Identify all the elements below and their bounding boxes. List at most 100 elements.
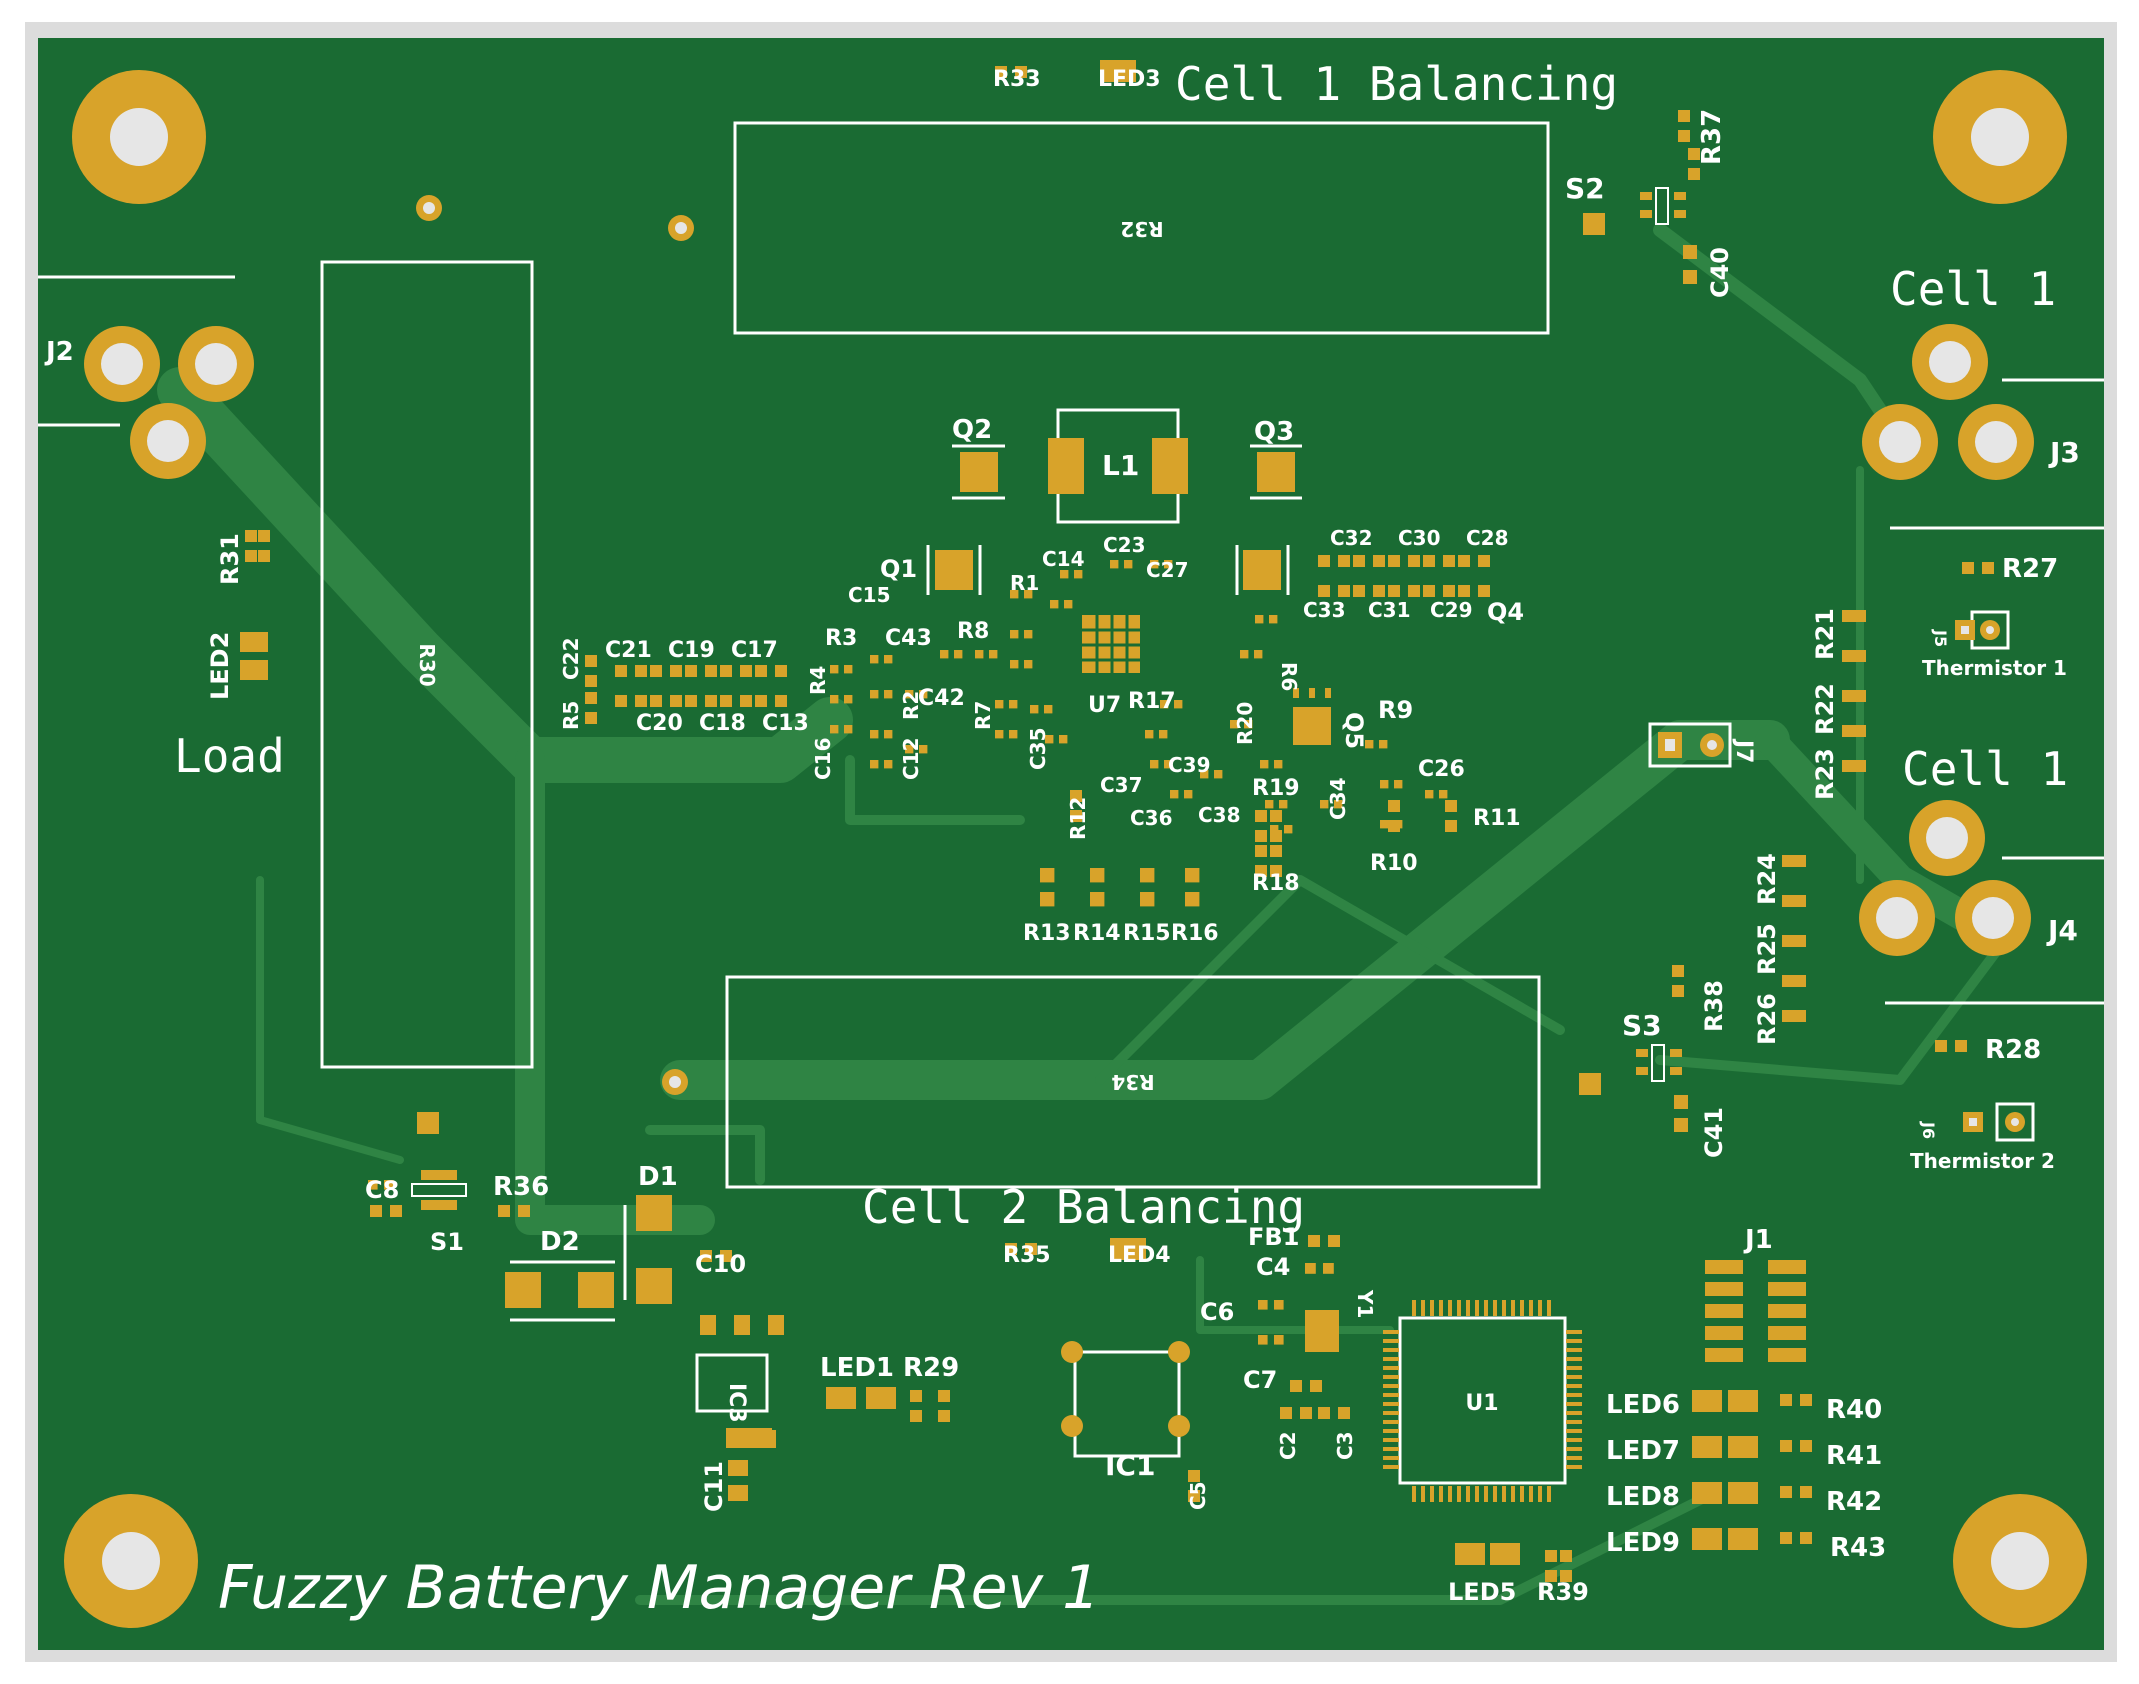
mounting-hole-tr-icon xyxy=(1933,70,2067,204)
r14-label: R14 xyxy=(1073,921,1121,946)
c19-label: C19 xyxy=(668,638,715,663)
c11-label: C11 xyxy=(700,1461,728,1512)
vias xyxy=(416,195,1605,1134)
ic1-label: IC1 xyxy=(1105,1449,1155,1482)
c22-label: C22 xyxy=(559,637,583,680)
j4-label: J4 xyxy=(2046,914,2078,947)
c30-label: C30 xyxy=(1398,526,1441,550)
mounting-hole-br-icon xyxy=(1953,1494,2087,1628)
r10-label: R10 xyxy=(1370,851,1418,876)
inductor-l1: L1 xyxy=(1048,408,1188,524)
q3-label: Q3 xyxy=(1254,417,1294,447)
u7-label: U7 xyxy=(1088,693,1121,718)
board-title: Fuzzy Battery Manager Rev 1 xyxy=(218,1553,1100,1623)
mounting-hole-tl-icon xyxy=(72,70,206,204)
j3-label: J3 xyxy=(2048,436,2080,469)
c35-label: C35 xyxy=(1026,727,1050,770)
c10-label: C10 xyxy=(695,1250,746,1278)
r29-label: R29 xyxy=(903,1353,959,1383)
c40-label: C40 xyxy=(1706,247,1734,298)
d2-label: D2 xyxy=(540,1227,580,1257)
led5-label: LED5 xyxy=(1448,1578,1516,1606)
q4-label: Q4 xyxy=(1487,598,1524,626)
r33-label: R33 xyxy=(993,67,1041,92)
r34-label: R34 xyxy=(1111,1070,1154,1094)
c20-label: C20 xyxy=(636,711,683,736)
r30-label: R30 xyxy=(415,643,439,686)
led8-label: LED8 xyxy=(1606,1482,1680,1512)
r31-label: R31 xyxy=(216,533,244,585)
resistor-r32: R32 xyxy=(733,121,1550,335)
r9-label: R9 xyxy=(1378,696,1413,724)
r16-label: R16 xyxy=(1171,921,1219,946)
c29-label: C29 xyxy=(1430,598,1473,622)
c4-label: C4 xyxy=(1256,1253,1290,1281)
q5-label: Q5 xyxy=(1340,712,1368,749)
c5-label: C5 xyxy=(1186,1481,1210,1510)
thermistor1-label: Thermistor 1 xyxy=(1922,656,2067,680)
j7-label: J7 xyxy=(1731,738,1756,764)
transistor-q2: Q2 xyxy=(952,415,1005,500)
board-substrate xyxy=(38,38,2104,1650)
connector-j6: J6 xyxy=(1919,1102,2035,1142)
q2-label: Q2 xyxy=(952,415,992,445)
transistor-q3: Q3 xyxy=(1250,417,1302,500)
cell2-balancing-label: Cell 2 Balancing xyxy=(862,1180,1305,1234)
c3-label: C3 xyxy=(1333,1431,1357,1460)
connector-j5: J5 xyxy=(1931,610,2010,650)
led6-label: LED6 xyxy=(1606,1390,1680,1420)
c41-label: C41 xyxy=(1700,1107,1728,1158)
connector-j7: J7 xyxy=(1648,722,1756,768)
connector-j1: J1 xyxy=(1705,1225,1806,1362)
c37-label: C37 xyxy=(1100,773,1143,797)
c36-label: C36 xyxy=(1130,806,1173,830)
s2-label: S2 xyxy=(1565,172,1605,205)
cell1-top-label: Cell 1 xyxy=(1890,262,2056,316)
r40-label: R40 xyxy=(1826,1395,1882,1425)
c42-label: C42 xyxy=(918,686,965,711)
led2-label: LED2 xyxy=(206,632,234,700)
mounting-holes xyxy=(64,70,2087,1628)
diode-d1: D1 xyxy=(623,1162,678,1304)
r17-label: R17 xyxy=(1128,689,1176,714)
resistor-r30: R30 xyxy=(320,260,534,1069)
r6-label: R6 xyxy=(1277,662,1301,691)
switch-s1: S1 xyxy=(411,1170,467,1256)
j2-label: J2 xyxy=(44,337,74,367)
r21-label: R21 xyxy=(1811,608,1839,660)
q1-label: Q1 xyxy=(880,555,917,583)
c6-label: C6 xyxy=(1200,1298,1234,1326)
led7-label: LED7 xyxy=(1606,1436,1680,1466)
ic-u7: U7 xyxy=(1082,615,1140,718)
r15-label: R15 xyxy=(1123,921,1171,946)
fb1-label: FB1 xyxy=(1248,1223,1299,1251)
connector-j4: J4 xyxy=(1859,800,2078,956)
r22-label: R22 xyxy=(1811,683,1839,735)
connector-j2: J2 xyxy=(44,326,254,479)
transistor-q1: Q1 xyxy=(880,545,982,595)
r37-label: R37 xyxy=(1697,109,1727,165)
c8-label: C8 xyxy=(365,1176,399,1204)
c14-label: C14 xyxy=(1042,547,1085,571)
u1-label: U1 xyxy=(1465,1391,1498,1416)
cell1-balancing-label: Cell 1 Balancing xyxy=(1175,57,1618,111)
edge-marks xyxy=(38,275,2104,1005)
c15-label: C15 xyxy=(848,583,891,607)
transistor-q4: Q4 xyxy=(1235,545,1524,626)
r38-label: R38 xyxy=(1700,980,1728,1032)
led4-label: LED4 xyxy=(1108,1243,1171,1268)
connector-j3: J3 xyxy=(1862,324,2080,480)
j6-label: J6 xyxy=(1919,1121,1938,1139)
c32-label: C32 xyxy=(1330,526,1373,550)
c39-label: C39 xyxy=(1168,753,1211,777)
c23-label: C23 xyxy=(1103,533,1146,557)
led9-label: LED9 xyxy=(1606,1528,1680,1558)
r41-label: R41 xyxy=(1826,1441,1882,1471)
switch-s2: S2 xyxy=(1565,172,1686,225)
r43-label: R43 xyxy=(1830,1533,1886,1563)
s1-label: S1 xyxy=(430,1228,464,1256)
c26-label: C26 xyxy=(1418,757,1465,782)
load-label: Load xyxy=(174,729,285,783)
c34-label: C34 xyxy=(1326,777,1350,820)
ic-ic1: IC1 xyxy=(1061,1341,1190,1482)
